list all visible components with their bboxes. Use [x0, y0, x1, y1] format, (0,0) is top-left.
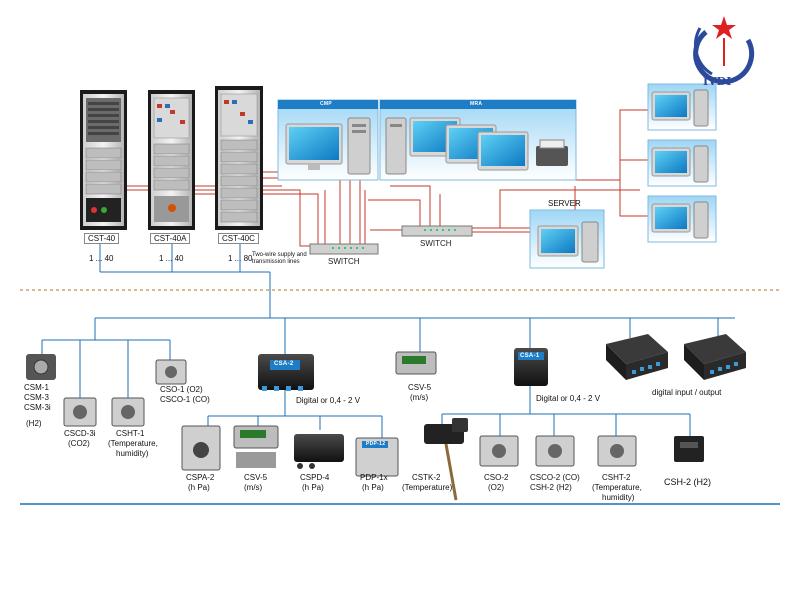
csv-5-bottom-label-2: (m/s)	[244, 483, 263, 492]
cso-2-label-2: (O2)	[488, 483, 504, 492]
csco-2-label-1: CSCO-2 (CO)	[530, 473, 580, 482]
cscd-label-1: CSCD-3i	[64, 429, 96, 438]
csa-2-badge: CSA-2	[274, 361, 294, 367]
csht1-label-3: humidity)	[116, 449, 149, 458]
csh-2-label: CSH-2 (H2)	[664, 477, 712, 487]
dio-label: digital input / output	[652, 388, 722, 397]
dio-box-1	[606, 334, 668, 380]
csm-label-3: CSM-3i	[24, 403, 51, 412]
two-wire-line-2: transmission lines	[252, 259, 300, 265]
server-panel	[529, 209, 605, 269]
cso1-sensor-device	[155, 359, 187, 385]
switch-2-label: SWITCH	[420, 239, 452, 248]
cspa-2-label-1: CSPA-2	[186, 473, 215, 482]
csm-label-1: CSM-1	[24, 383, 49, 392]
csv-5-bottom-label-1: CSV-5	[244, 473, 268, 482]
cscd-label-2: (CO2)	[68, 439, 90, 448]
cabinet-drop-lines	[99, 243, 271, 308]
switch-1	[309, 243, 379, 255]
cspa-2-label-2: (h Pa)	[188, 483, 210, 492]
csa-2-signal: Digital or 0,4 - 2 V	[296, 396, 361, 405]
cabinet-range-3: 1 ... 80	[228, 254, 253, 263]
cspd-4-label-1: CSPD-4	[300, 473, 330, 482]
csm-label-2: CSM-3	[24, 393, 49, 402]
cmp-title: CMP	[320, 101, 333, 107]
cabinet-cst-40a	[148, 90, 195, 230]
server-title: SERVER	[548, 199, 581, 208]
cso-2-label-1: CSO-2	[484, 473, 509, 482]
pdp-1x-label-2: (h Pa)	[362, 483, 384, 492]
csht-2-label-3: humidity)	[602, 493, 635, 502]
csht1-label-2: (Temperature,	[108, 439, 158, 448]
csht-2-label-2: (Temperature,	[592, 483, 642, 492]
csco-2-label-2: CSH-2 (H2)	[530, 483, 572, 492]
cstk-2-label-2: (Temperature)	[402, 483, 453, 492]
ivdi-logo	[693, 16, 755, 85]
cscd-sensor-device	[63, 397, 97, 427]
cabinet-label-cst-40c: CST-40C	[218, 233, 259, 244]
csht-2-label-1: CSHT-2	[602, 473, 631, 482]
cabinet-cst-40c	[215, 86, 263, 230]
cso-2-device	[479, 435, 519, 467]
csv5-top-label-1: CSV-5	[408, 383, 432, 392]
workstation-2	[647, 139, 717, 187]
cabinet-label-cst-40a: CST-40A	[150, 233, 191, 244]
cspa-2-device	[181, 425, 221, 471]
pdp-badge: PDP-12	[366, 441, 386, 447]
cabinet-range-2: 1 ... 40	[159, 254, 184, 263]
csv-5-top-device	[395, 351, 437, 375]
cabinet-label-cst-40: CST-40	[84, 233, 120, 244]
csht1-sensor-device	[111, 397, 145, 427]
cspd-4-label-2: (h Pa)	[302, 483, 324, 492]
csm-sensor-device	[26, 354, 56, 380]
pdp-1x-device	[355, 437, 399, 477]
cso1-label-1: CSO-1 (O2)	[160, 385, 203, 394]
workstation-3	[647, 195, 717, 243]
two-wire-line-1: Two-wire supply and	[252, 252, 307, 258]
csht1-label-1: CSHT-1	[116, 429, 145, 438]
csht-2-device	[597, 435, 637, 467]
dio-box-2	[684, 334, 746, 380]
csa-1-unit	[514, 348, 548, 386]
csm-label-4: (H2)	[26, 419, 42, 428]
csv5-top-label-2: (m/s)	[410, 393, 429, 402]
csh-2-device	[674, 436, 704, 462]
workstation-1	[647, 83, 717, 131]
csco-2-device	[535, 435, 575, 467]
cstk-2-label-1: CSTK-2	[412, 473, 441, 482]
pdp-1x-label-1: PDP-1x	[360, 473, 388, 482]
logo-text: IVDI	[703, 75, 732, 88]
cabinet-range-1: 1 ... 40	[89, 254, 114, 263]
csa-2-unit	[258, 354, 314, 391]
cspd-4-device	[294, 434, 344, 469]
cabinet-cst-40	[80, 90, 127, 230]
cstk-2-device	[424, 418, 468, 501]
csa-1-signal: Digital or 0,4 - 2 V	[536, 394, 601, 403]
switch-1-label: SWITCH	[328, 257, 360, 266]
csv-5-bottom-device	[233, 425, 279, 468]
csa-1-badge: CSA-1	[520, 353, 540, 359]
switch-2	[401, 225, 473, 237]
mra-title: MRA	[470, 101, 483, 107]
mra-panel	[379, 99, 577, 181]
cso1-label-2: CSCO-1 (CO)	[160, 395, 210, 404]
cmp-panel	[277, 99, 379, 181]
sensor-bus-lines	[41, 290, 735, 438]
